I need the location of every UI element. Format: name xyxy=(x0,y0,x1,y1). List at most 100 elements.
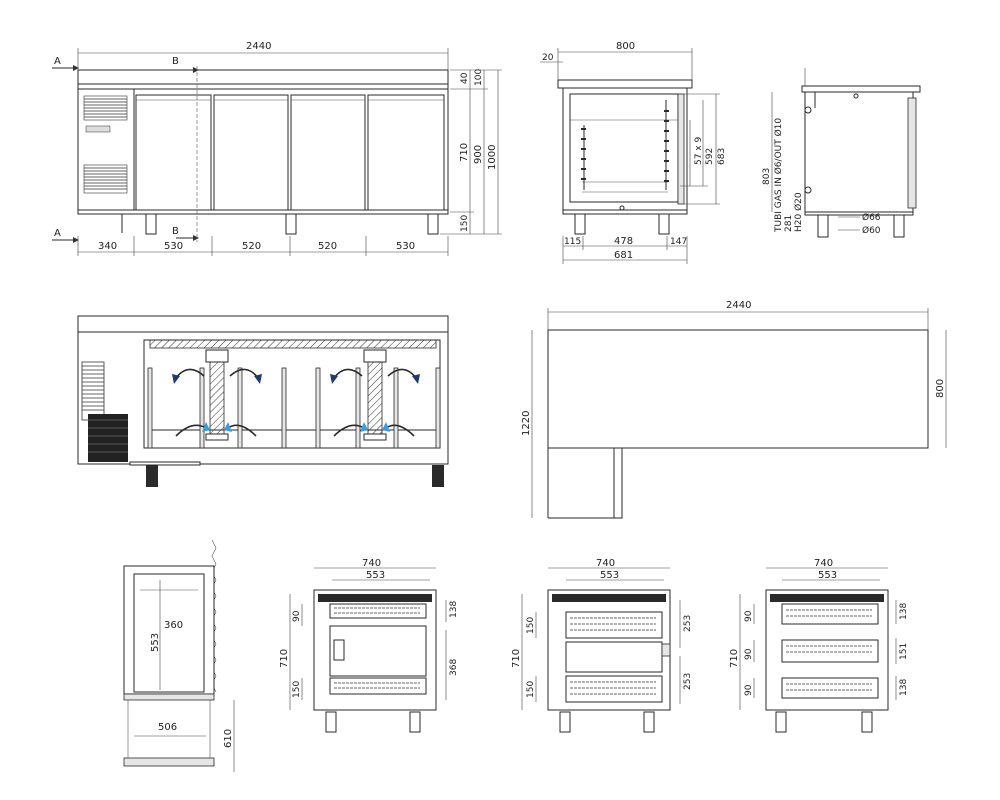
front-door-4 xyxy=(367,94,445,211)
front-view: A A B B 2440 340 530 520 520 530 40 100 … xyxy=(52,41,502,256)
dim-cfg-c-138a: 138 xyxy=(899,603,909,620)
dim-rside-d66: Ø66 xyxy=(862,212,881,223)
dim-front-530a: 530 xyxy=(164,241,183,252)
dim-cfg-c-740: 740 xyxy=(814,558,833,569)
front-leg-3 xyxy=(427,213,439,235)
dim-front-900: 900 xyxy=(473,145,484,164)
section-mark-b-top: B xyxy=(172,56,179,67)
cfg-a-drawer-mid xyxy=(329,625,427,677)
dim-cfg-b-710: 710 xyxy=(511,649,522,668)
dim-cfg-b-740: 740 xyxy=(596,558,615,569)
front-cutaway-view xyxy=(77,315,449,487)
dim-front-40: 40 xyxy=(460,72,470,84)
drawer-config-b: 740 553 710 150 150 253 253 xyxy=(511,558,693,733)
dim-rside-d60: Ø60 xyxy=(862,225,881,236)
section-mark-a-top: A xyxy=(54,56,61,67)
side-leg-left xyxy=(574,213,586,235)
dim-cfg-b-150a: 150 xyxy=(526,617,536,634)
front-door-2 xyxy=(213,94,289,211)
dim-drawer-360: 360 xyxy=(164,620,183,631)
dim-front-width: 2440 xyxy=(246,41,271,52)
rside-door-edge xyxy=(907,97,917,209)
cut-leg-right xyxy=(432,465,444,487)
dim-cfg-c-90c: 90 xyxy=(744,684,754,696)
drawer-detail-opening xyxy=(133,573,205,693)
drawer-slide-bottom xyxy=(123,757,215,767)
rside-worktop xyxy=(801,85,921,93)
drawer-config-c: 740 553 710 90 90 90 138 151 138 xyxy=(729,558,909,733)
side-rack-rails xyxy=(581,100,669,190)
evaporator-left xyxy=(205,349,229,441)
drain-port-icon xyxy=(804,186,812,194)
dim-plan-2440: 2440 xyxy=(726,300,751,311)
dim-cfg-a-710: 710 xyxy=(279,649,290,668)
front-leg-1 xyxy=(145,213,157,235)
dim-cfg-b-150b: 150 xyxy=(526,681,536,698)
dim-cfg-c-138b: 138 xyxy=(899,679,909,696)
front-leg-2 xyxy=(285,213,297,235)
drawer-config-a: 740 553 710 90 150 138 368 xyxy=(279,558,459,733)
dim-side-592: 592 xyxy=(705,148,715,165)
right-side-view: 803 TUBI GAS IN Ø6/OUT Ø10 281 H20 Ø20 Ø… xyxy=(762,68,921,238)
cfg-c-drawer-1 xyxy=(781,603,879,625)
front-door-1 xyxy=(135,94,212,211)
control-display xyxy=(85,125,111,133)
evaporator-right xyxy=(363,349,387,441)
side-base xyxy=(562,209,688,215)
dim-front-100: 100 xyxy=(474,69,484,86)
dim-cfg-b-553: 553 xyxy=(600,570,619,581)
upper-vent-grille xyxy=(83,95,128,121)
rside-leg-left xyxy=(817,214,829,238)
side-leg-right xyxy=(658,213,670,235)
front-worktop xyxy=(77,69,449,85)
cfg-b-drawer-top xyxy=(565,611,663,639)
section-mark-a-bottom: A xyxy=(54,228,61,239)
gas-pipe-port-icon xyxy=(804,106,812,114)
front-door-3 xyxy=(290,94,366,211)
dim-front-520b: 520 xyxy=(318,241,337,252)
dim-drawer-506: 506 xyxy=(158,722,177,733)
dim-side-683: 683 xyxy=(717,148,727,165)
dim-front-530b: 530 xyxy=(396,241,415,252)
dim-side-478: 478 xyxy=(614,236,633,247)
dim-cfg-b-253b: 253 xyxy=(683,673,693,690)
drawer-detail-view: 360 553 506 610 xyxy=(123,539,235,772)
cfg-b-drawer-bottom xyxy=(565,675,663,703)
plan-view: 2440 800 1220 xyxy=(521,300,947,519)
dim-cfg-c-90b: 90 xyxy=(744,648,754,660)
dim-rside-803: 803 xyxy=(762,168,772,185)
dim-cfg-c-90a: 90 xyxy=(744,610,754,622)
drawer-slide-top xyxy=(123,693,215,701)
dim-side-57x9: 57 x 9 xyxy=(694,137,704,166)
rside-body xyxy=(804,91,914,213)
side-worktop xyxy=(557,79,693,89)
dim-cfg-b-253a: 253 xyxy=(683,615,693,632)
gas-pipe-label: TUBI GAS IN Ø6/OUT Ø10 xyxy=(773,118,784,233)
dim-cfg-c-553: 553 xyxy=(818,570,837,581)
dim-plan-1220: 1220 xyxy=(521,411,532,436)
cut-compressor xyxy=(81,361,128,462)
cfg-a-drawer-bottom xyxy=(329,677,427,695)
dim-front-710: 710 xyxy=(459,143,470,162)
section-mark-b-bottom: B xyxy=(172,226,179,237)
dim-side-800: 800 xyxy=(616,41,635,52)
plan-corner-leg xyxy=(613,447,623,519)
dim-plan-800: 800 xyxy=(935,379,946,398)
cfg-c-drawer-2 xyxy=(781,639,879,663)
dim-cfg-c-710: 710 xyxy=(729,649,740,668)
plan-worktop xyxy=(547,329,929,449)
dim-side-147: 147 xyxy=(670,237,687,247)
cfg-b-drawer-mid xyxy=(565,641,663,673)
dim-front-340: 340 xyxy=(98,241,117,252)
cut-leg-left xyxy=(146,465,158,487)
dim-cfg-a-553: 553 xyxy=(366,570,385,581)
dim-cfg-a-740: 740 xyxy=(362,558,381,569)
drain-label: H20 Ø20 xyxy=(793,192,804,232)
dim-cfg-c-151: 151 xyxy=(899,643,909,660)
cut-rails xyxy=(147,367,441,449)
dim-drawer-553: 553 xyxy=(150,633,161,652)
front-worktop-edge xyxy=(77,83,449,90)
cut-worktop xyxy=(77,315,449,333)
